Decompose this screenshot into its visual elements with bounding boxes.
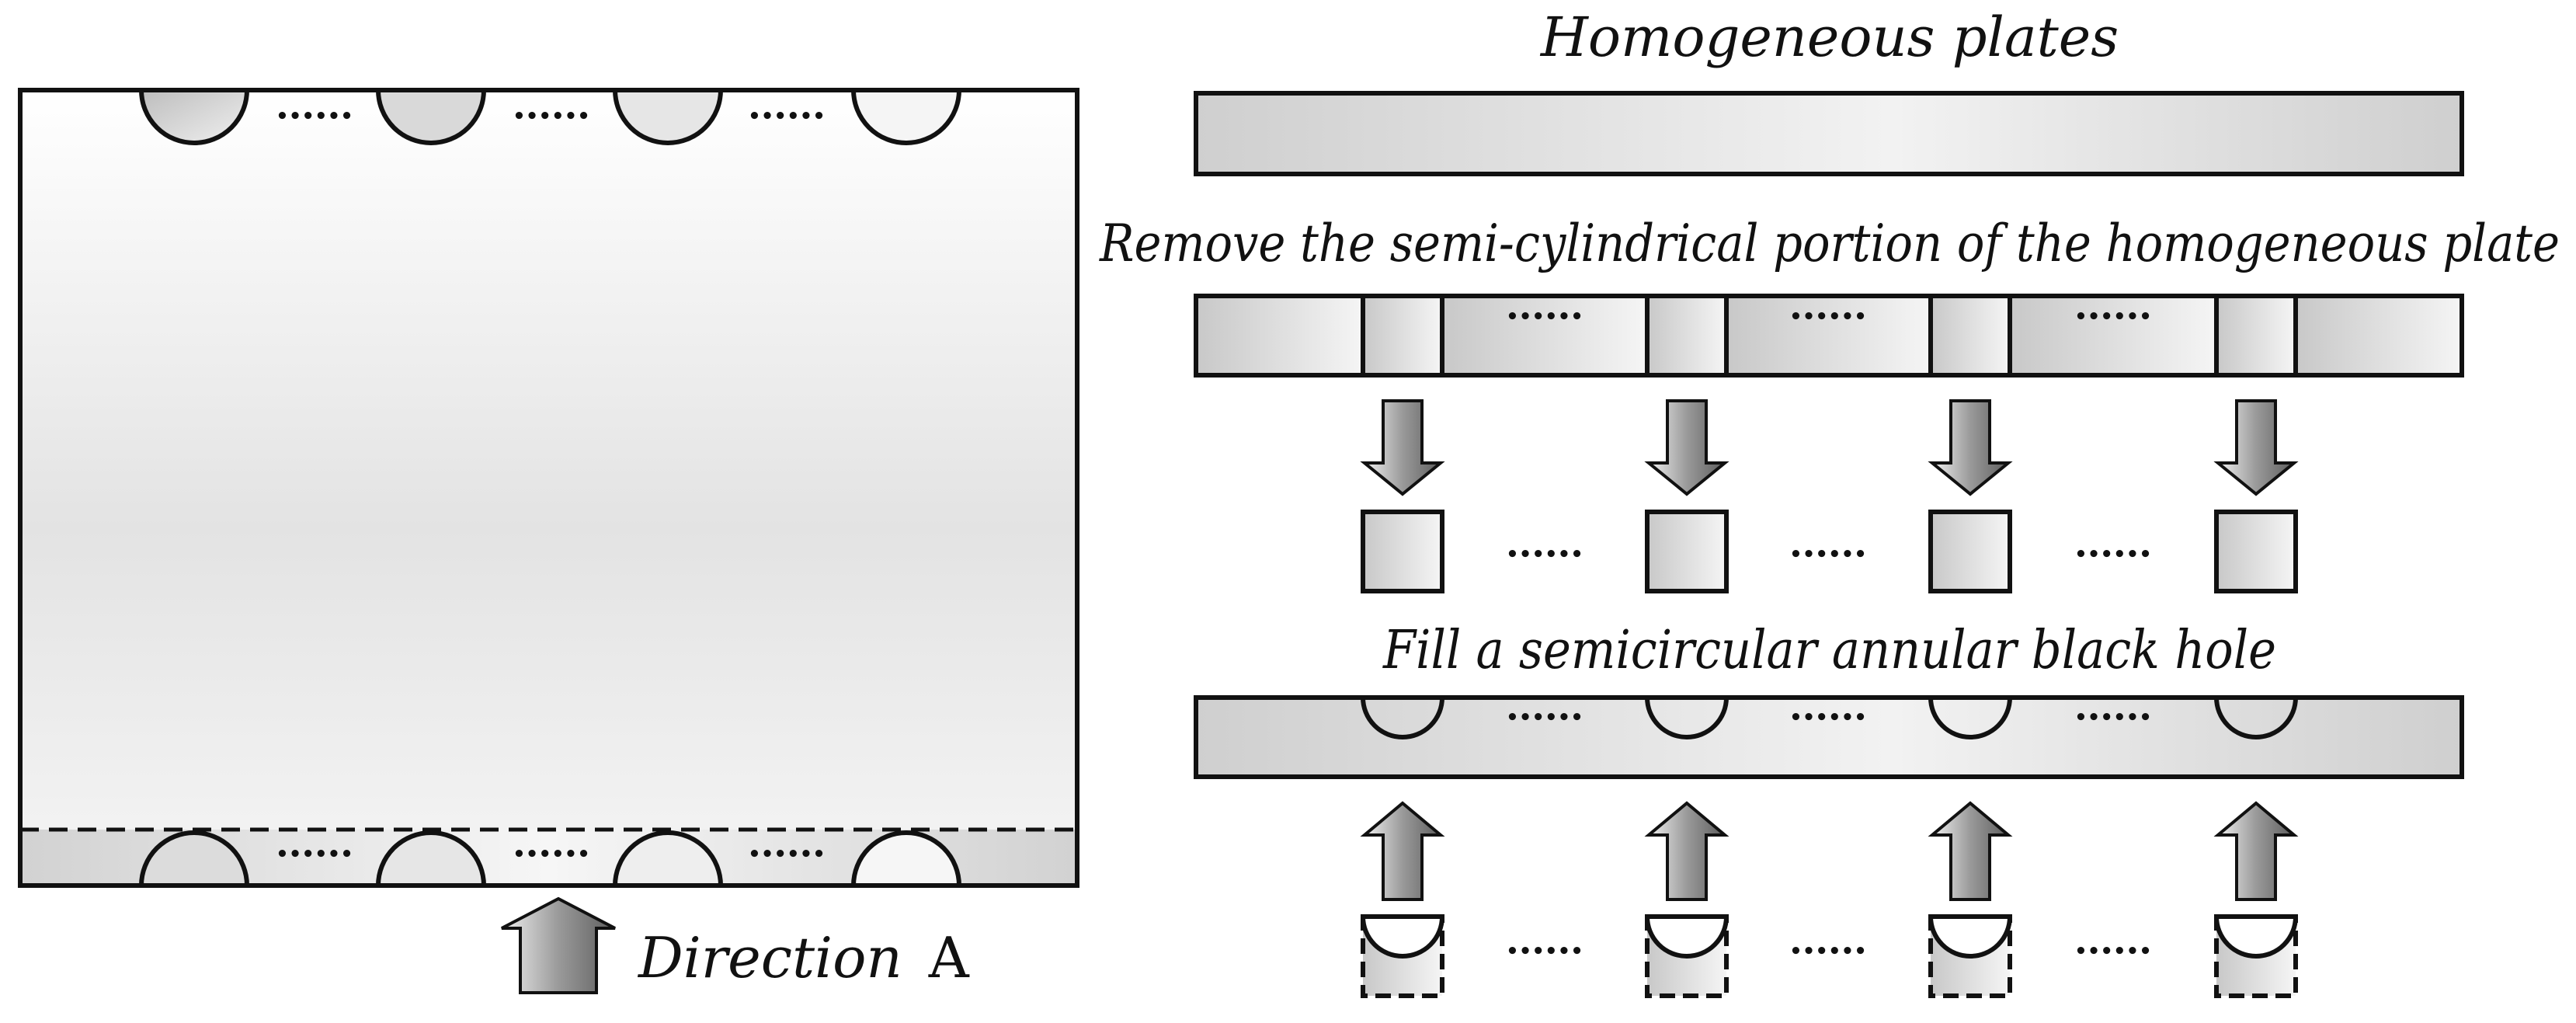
bottom-hole-2 [375,830,487,888]
removed-block [1645,510,1729,593]
ellipsis: •••••• [1789,940,1867,963]
ellipsis: •••••• [1506,706,1583,729]
top-hole-3 [612,88,724,145]
title-remove-portion: Remove the semi-cylindrical portion of t… [1099,214,2560,273]
removed-block [1928,510,2012,593]
process-steps: Homogeneous plates Remove the semi-cylin… [1099,5,2560,998]
homogeneous-plate [1194,91,2464,176]
large-plate [18,88,1079,888]
ellipsis: •••••• [1789,543,1867,566]
plate-hole-2 [1645,697,1729,739]
removed-block [2214,510,2298,593]
plate-hole-3 [1928,697,2012,739]
title-homogeneous-plates: Homogeneous plates [1539,5,2119,69]
up-arrow-icon [1928,801,2013,901]
up-arrow-icon [1644,801,1730,901]
filler-block [1645,914,1729,998]
direction-label: Direction A [637,925,970,990]
ellipsis: •••••• [2074,305,2152,329]
ellipsis: •••••• [2074,706,2152,729]
filler-block [1928,914,2012,998]
segmented-plate [1194,294,2464,378]
ellipsis: •••••• [748,843,826,866]
ellipsis: •••••• [2074,543,2152,566]
ellipsis: •••••• [513,105,590,128]
bottom-hole-1 [138,830,250,888]
bottom-hole-3 [612,830,724,888]
ellipsis: •••••• [1789,706,1867,729]
ellipsis: •••••• [748,105,826,128]
down-arrow-icon [1644,399,1730,496]
down-arrow-icon [1360,399,1445,496]
plate-hole-4 [2214,697,2298,739]
ellipsis: •••••• [1506,305,1583,329]
top-hole-1 [138,88,250,145]
ellipsis: •••••• [276,105,353,128]
ellipsis: •••••• [1789,305,1867,329]
plate-hole-1 [1361,697,1444,739]
ellipsis: •••••• [1506,543,1583,566]
ellipsis: •••••• [513,843,590,866]
up-arrow-icon [501,896,616,994]
top-hole-2 [375,88,487,145]
filler-block [1361,914,1444,998]
up-arrow-icon [1360,801,1445,901]
filler-block [2214,914,2298,998]
ellipsis: •••••• [1506,940,1583,963]
up-arrow-icon [2213,801,2299,901]
ellipsis: •••••• [2074,940,2152,963]
down-arrow-icon [1928,399,2013,496]
top-hole-4 [850,88,962,145]
title-fill-black-hole: Fill a semicircular annular black hole [1382,620,2276,681]
bottom-hole-4 [850,830,962,888]
removed-block [1361,510,1444,593]
ellipsis: •••••• [276,843,353,866]
left-plate-view: •••••• •••••• •••••• •••••• •••••• •••••… [18,88,1079,994]
down-arrow-icon [2213,399,2299,496]
